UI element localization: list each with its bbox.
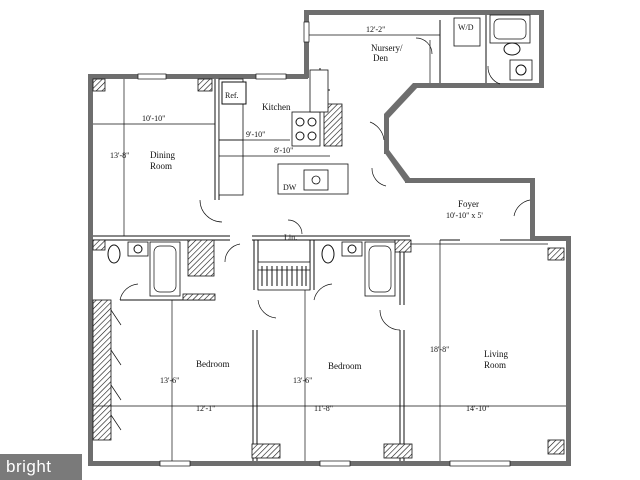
linen-closet (257, 261, 311, 291)
wall-nursery-top (304, 10, 544, 15)
bath-fixtures (107, 14, 533, 297)
kitchen-cabinets (218, 69, 349, 196)
wd-label: W/D (458, 23, 474, 32)
kitchen-label: Kitchen (262, 102, 291, 112)
wall-nursery-left (304, 10, 309, 78)
wall-angle-1 (384, 83, 418, 118)
living-width: 14'-10" (466, 404, 489, 413)
dining-label: Dining (150, 150, 176, 160)
kitchen-dim-a: 9'-10" (246, 130, 265, 139)
nursery-label-2: Den (373, 53, 388, 63)
dining-width: 10'-10" (142, 114, 165, 123)
kitchen-dim-b: 8'-10" (274, 146, 293, 155)
bedroom2-width: 11'-8" (314, 404, 333, 413)
foyer-label: Foyer (458, 199, 479, 209)
nursery-label: Nursery/ (371, 43, 403, 53)
wall-foyer-top (405, 178, 535, 183)
bedroom1-height: 13'-6" (160, 376, 179, 385)
columns (92, 78, 565, 459)
bright-mls-watermark: bright MLS (0, 454, 82, 480)
dimension-lines (93, 34, 566, 461)
doors (119, 37, 531, 331)
linen-label: Lin. (284, 233, 297, 242)
wall-angle-2 (384, 114, 389, 154)
bedroom2-height: 13'-6" (293, 376, 312, 385)
windows (137, 21, 511, 467)
wall-nursery-right (539, 10, 544, 88)
nursery-width: 12'-2" (366, 25, 385, 34)
wall-nursery-bottom (413, 83, 544, 88)
wall-top-left (88, 74, 308, 79)
wall-left (88, 74, 93, 466)
living-label: Living (484, 349, 508, 359)
ref-label: Ref. (225, 91, 239, 100)
wall-foyer-right (530, 178, 535, 240)
dw-label: DW (283, 183, 297, 192)
wall-angle-3 (384, 150, 410, 182)
wall-living-right (566, 236, 571, 466)
dining-height: 13'-8" (110, 151, 129, 160)
room-labels: Nursery/ Den W/D Ref. Kitchen Dining Roo… (150, 23, 508, 371)
dining-label-2: Room (150, 161, 172, 171)
closet-bedroom1 (92, 299, 122, 441)
wall-living-step (530, 236, 570, 241)
foyer-dim: 10'-10" x 5' (446, 211, 483, 220)
bedroom1-label: Bedroom (196, 359, 230, 369)
dimension-labels: 12'-2" 10'-10" 13'-8" 9'-10" 8'-10" 10'-… (110, 25, 489, 413)
living-label-2: Room (484, 360, 506, 370)
living-height: 18'-8" (430, 345, 449, 354)
bedroom2-label: Bedroom (328, 361, 362, 371)
bedroom1-width: 12'-1" (196, 404, 215, 413)
